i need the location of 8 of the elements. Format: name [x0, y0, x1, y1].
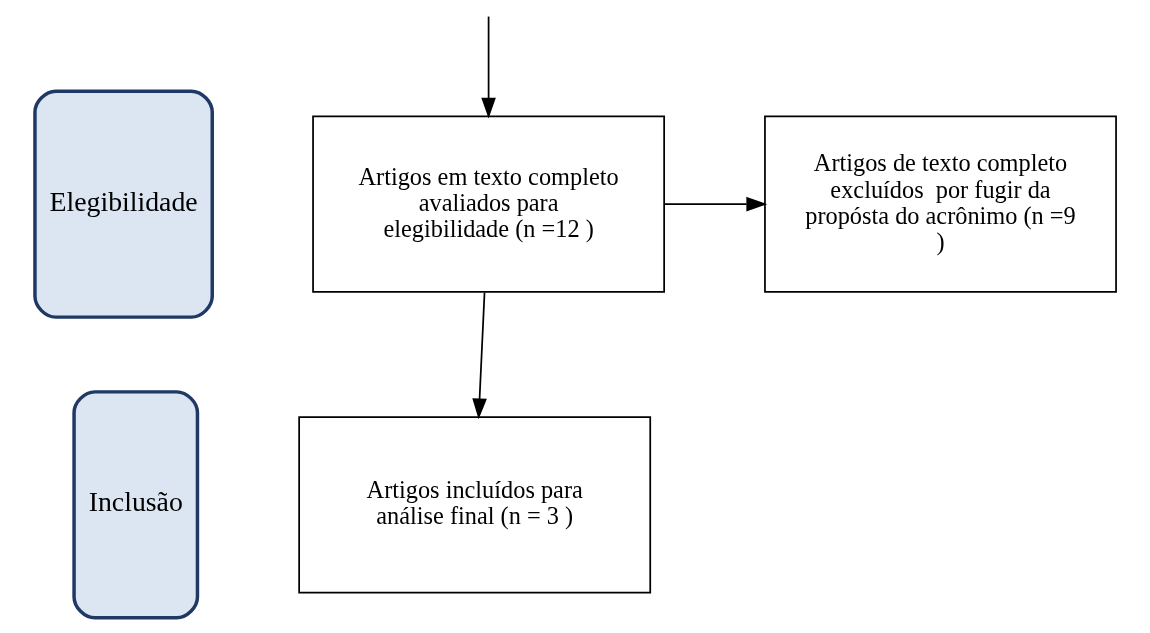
arrow	[471, 291, 487, 420]
arrow	[480, 15, 496, 119]
node-box: Inclusão	[71, 390, 199, 620]
node-box: Artigos incluídos para análise final (n = 3 )	[297, 416, 651, 594]
node-box: Artigos em texto completo avaliados para elegibilidade (n =12 )	[311, 115, 665, 293]
node-box: Artigos de texto completo excluídos por fugir da propósta do acrônimo (n =9 )	[763, 115, 1117, 293]
arrow	[662, 196, 767, 212]
node-box: Elegibilidade	[32, 89, 214, 319]
